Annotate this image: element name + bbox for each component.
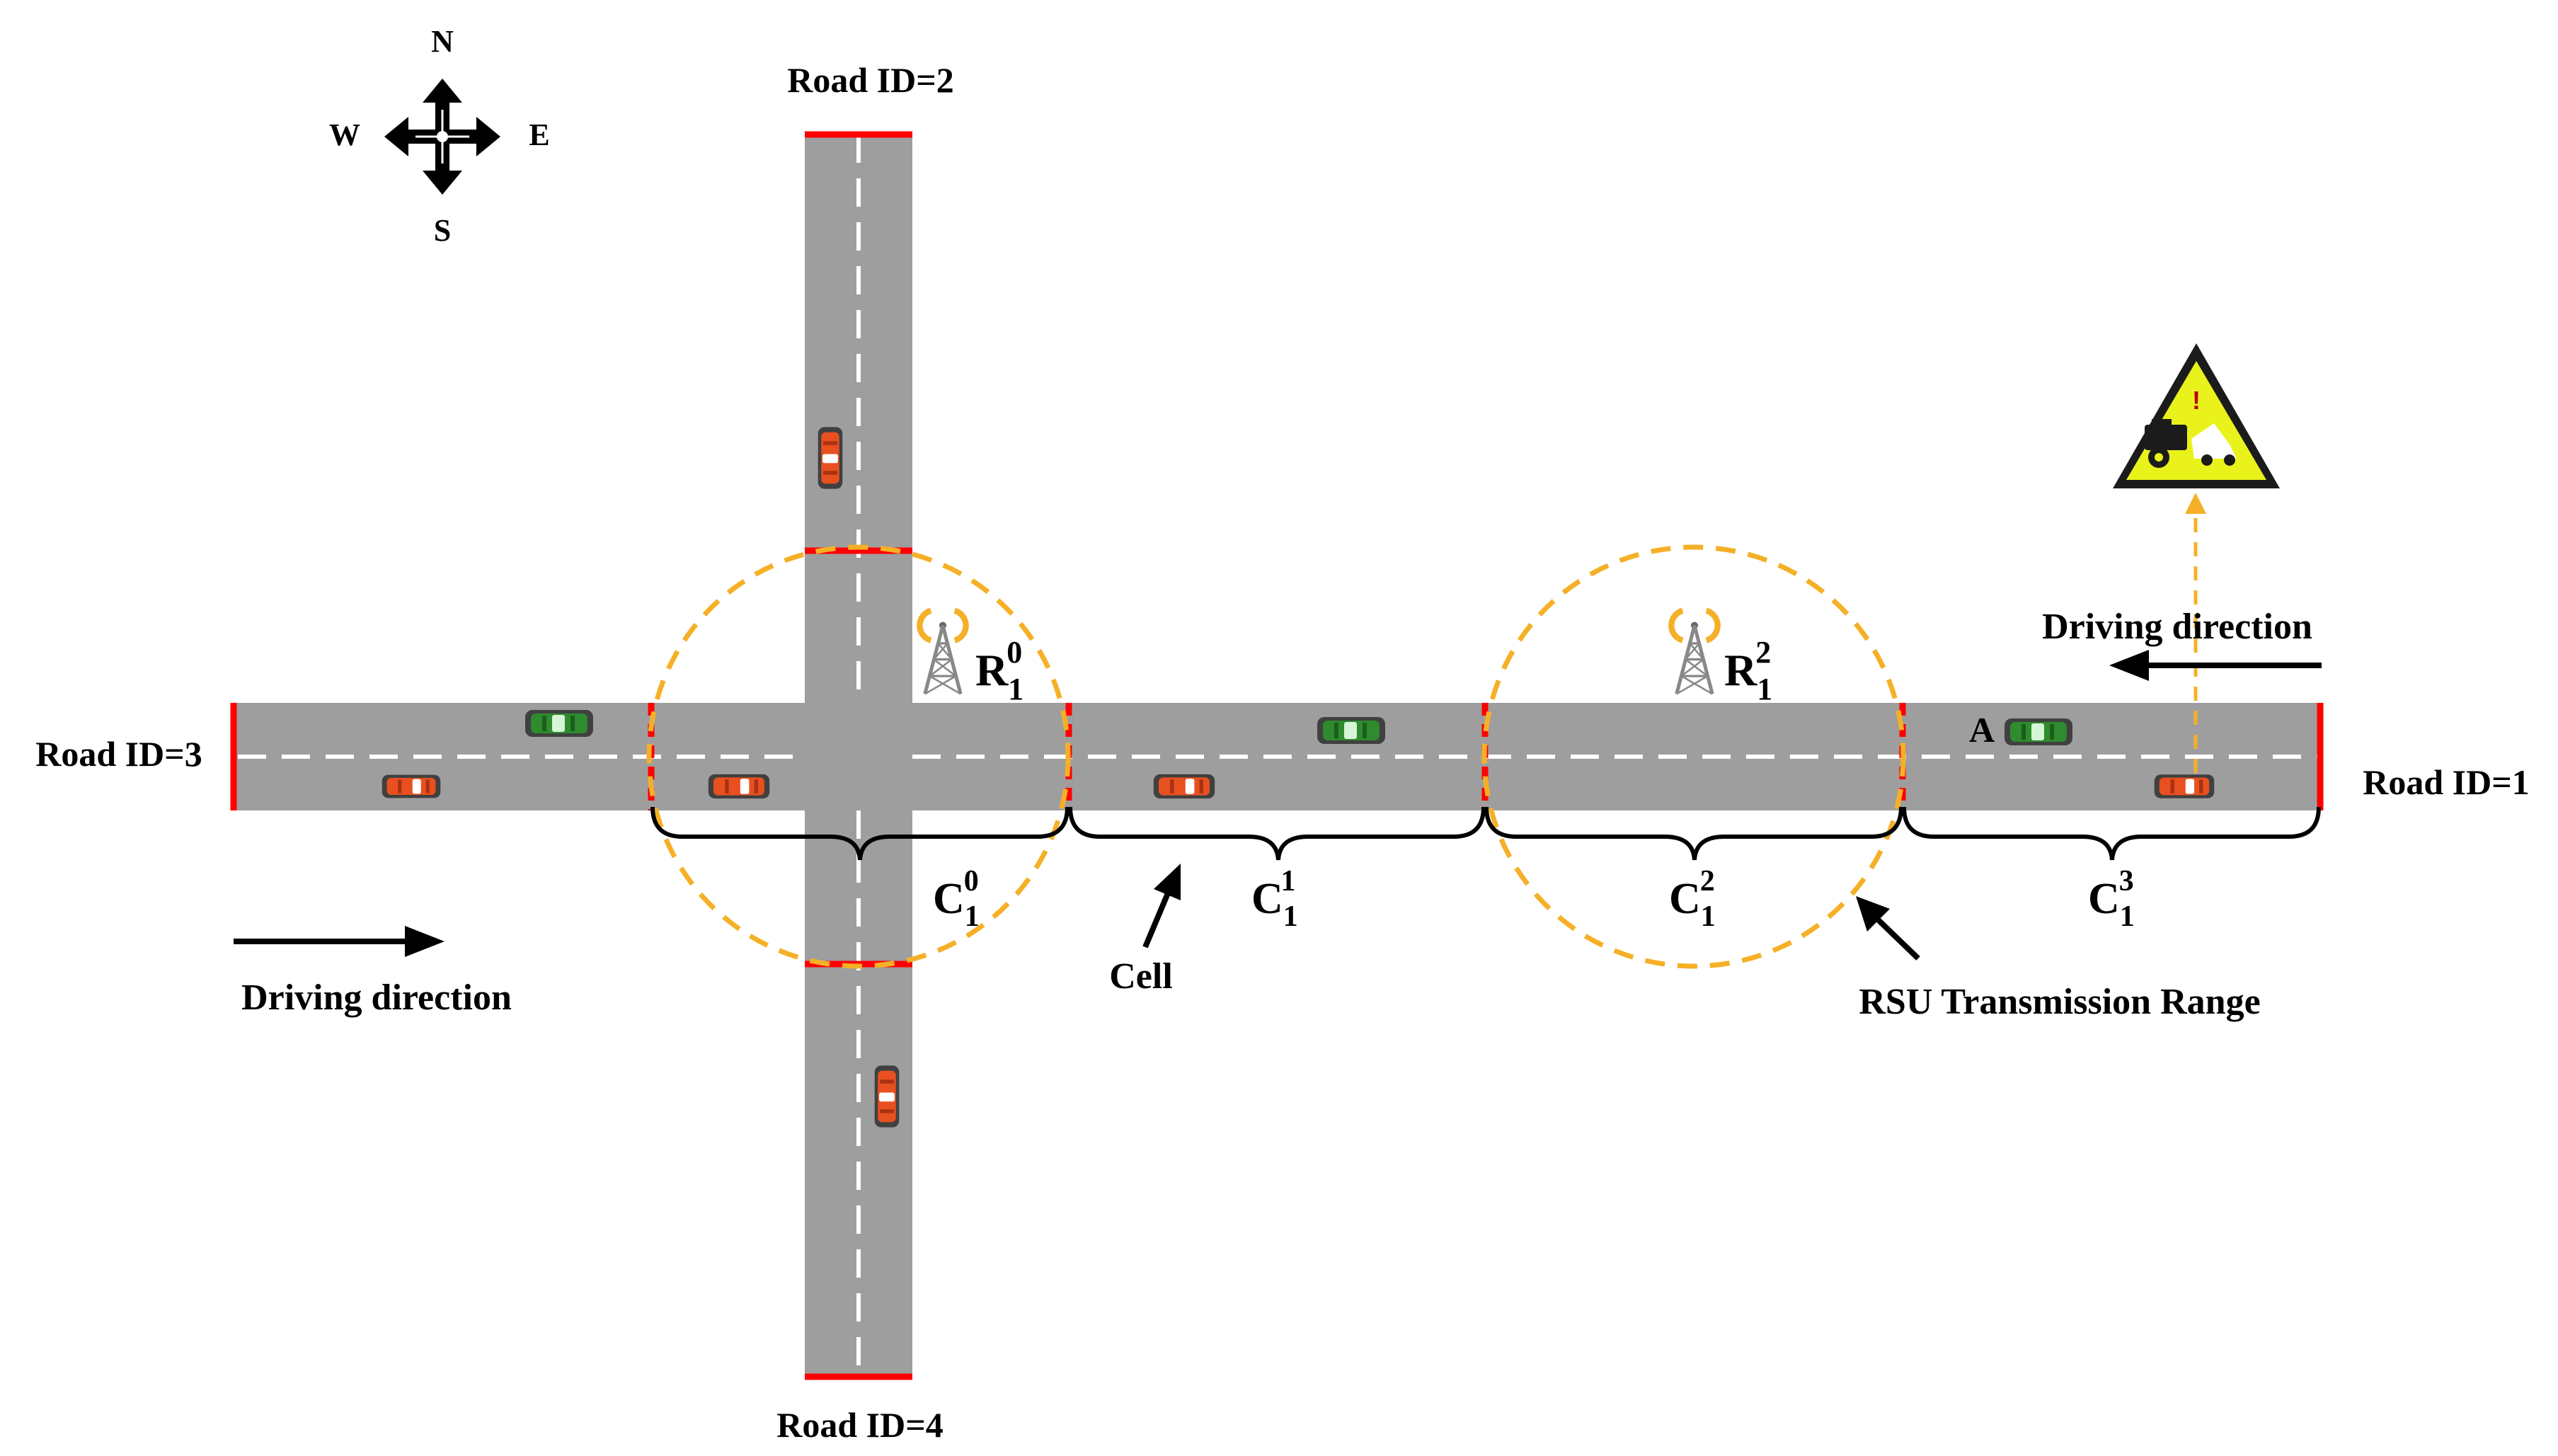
vehicle-green [2004,718,2072,745]
cell-pointer-arrowhead [1154,864,1181,900]
driving-direction-west-arrowhead [2109,650,2149,681]
vehicle-red [818,427,843,489]
road-label-1: Road ID=1 [2363,762,2529,802]
compass-west-label: W [329,117,360,152]
roads [234,134,2322,1377]
vehicle-green [525,710,593,737]
cell-braces [650,806,2321,861]
rsu-label: R10 [975,635,1023,706]
compass-south-label: S [434,213,451,248]
driving-direction-label-west: Driving direction [2042,607,2312,647]
compass-rose-icon [384,79,500,195]
vehicle-green [1317,717,1385,744]
compass-east-label: E [529,117,549,152]
vehicle-red [708,774,770,799]
road-label-3: Road ID=3 [35,734,202,774]
cell-brace-3 [1902,806,2321,861]
compass-north-label: N [431,24,454,59]
cell-brace-1 [1068,806,1486,861]
vehicle-a-label: A [1969,710,1995,750]
road-label-4: Road ID=4 [776,1405,943,1445]
vehicle-red [1153,774,1215,799]
cell-callout-label: Cell [1109,956,1173,997]
cell-label: C12 [1669,865,1716,933]
cell-brace-0 [650,806,1069,861]
driving-direction-label-east: Driving direction [241,978,512,1018]
rsu-range-circle-2 [1481,544,1906,969]
accident-warning-icon: ! [2113,343,2280,488]
radio-tower-icon [1671,611,1717,694]
rsu-range-pointer-arrowhead [1856,896,1890,932]
rsu-range-callout-label: RSU Transmission Range [1859,982,2260,1022]
road-label-2: Road ID=2 [787,60,953,100]
radio-tower-icon [919,611,965,694]
cell-label: C11 [1251,865,1297,933]
rsu-range-pointer-arrow [1876,918,1920,961]
svg-text:!: ! [2192,386,2201,415]
rsu-label: R12 [1724,635,1772,706]
driving-direction-east-arrowhead [405,926,445,957]
cell-pointer-arrow [1142,892,1171,948]
vehicle-red [382,774,441,798]
rsu-range-circle-0 [646,544,1071,969]
vehicle-red [2154,774,2215,798]
cell-brace-2 [1484,806,1903,861]
cell-label: C13 [2088,865,2135,933]
vehicle-red [874,1065,900,1128]
cell-label: C10 [933,865,980,933]
